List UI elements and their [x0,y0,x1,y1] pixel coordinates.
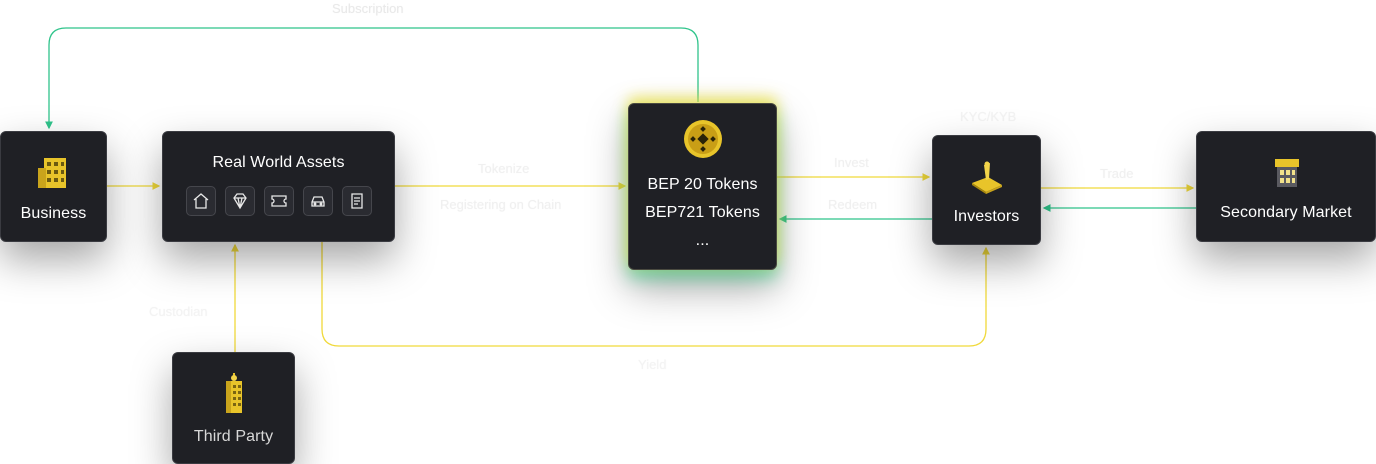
tower-icon [213,371,255,422]
node-business-label: Business [20,205,87,222]
edge-label-tokenize: Tokenize [478,161,530,176]
building-icon [32,150,76,199]
node-third-party-label: Third Party [193,427,274,445]
edge-label-subscription: Subscription [332,1,404,16]
token-line-more: ... [695,232,710,249]
edge-label-custodian: Custodian [149,304,208,319]
ticket-icon [263,186,294,216]
node-third-party: Third Party [172,352,295,464]
edge-label-register: Registering on Chain [440,197,562,212]
bnb-coin-icon [682,118,724,165]
edge-label-redeem: Redeem [828,197,878,212]
edge-yield [321,242,990,347]
node-investors: Investors [932,135,1041,245]
investor-icon [966,155,1008,202]
node-tokens: BEP 20 Tokens BEP721 Tokens ... [628,103,777,270]
edge-label-trade: Trade [1100,166,1134,181]
token-line-bep721: BEP721 Tokens [645,204,760,221]
asset-icon-row [185,186,372,216]
diamond-icon [224,186,255,216]
token-line-bep20: BEP 20 Tokens [647,176,758,193]
node-real-world-assets: Real World Assets [162,131,395,242]
document-icon [341,186,372,216]
edge-label-invest: Invest [834,155,869,170]
edge-subscription [45,27,699,130]
node-business: Business [0,131,107,242]
node-investors-label: Investors [953,207,1020,225]
node-secondary-market: Secondary Market [1196,131,1376,242]
house-icon [185,186,216,216]
node-rwa-label: Real World Assets [212,154,345,171]
car-icon [302,186,333,216]
edge-label-kyc: KYC/KYB [960,109,1017,124]
node-secondary-label: Secondary Market [1220,204,1352,221]
market-icon [1265,151,1307,198]
edge-label-yield: Yield [638,357,667,372]
